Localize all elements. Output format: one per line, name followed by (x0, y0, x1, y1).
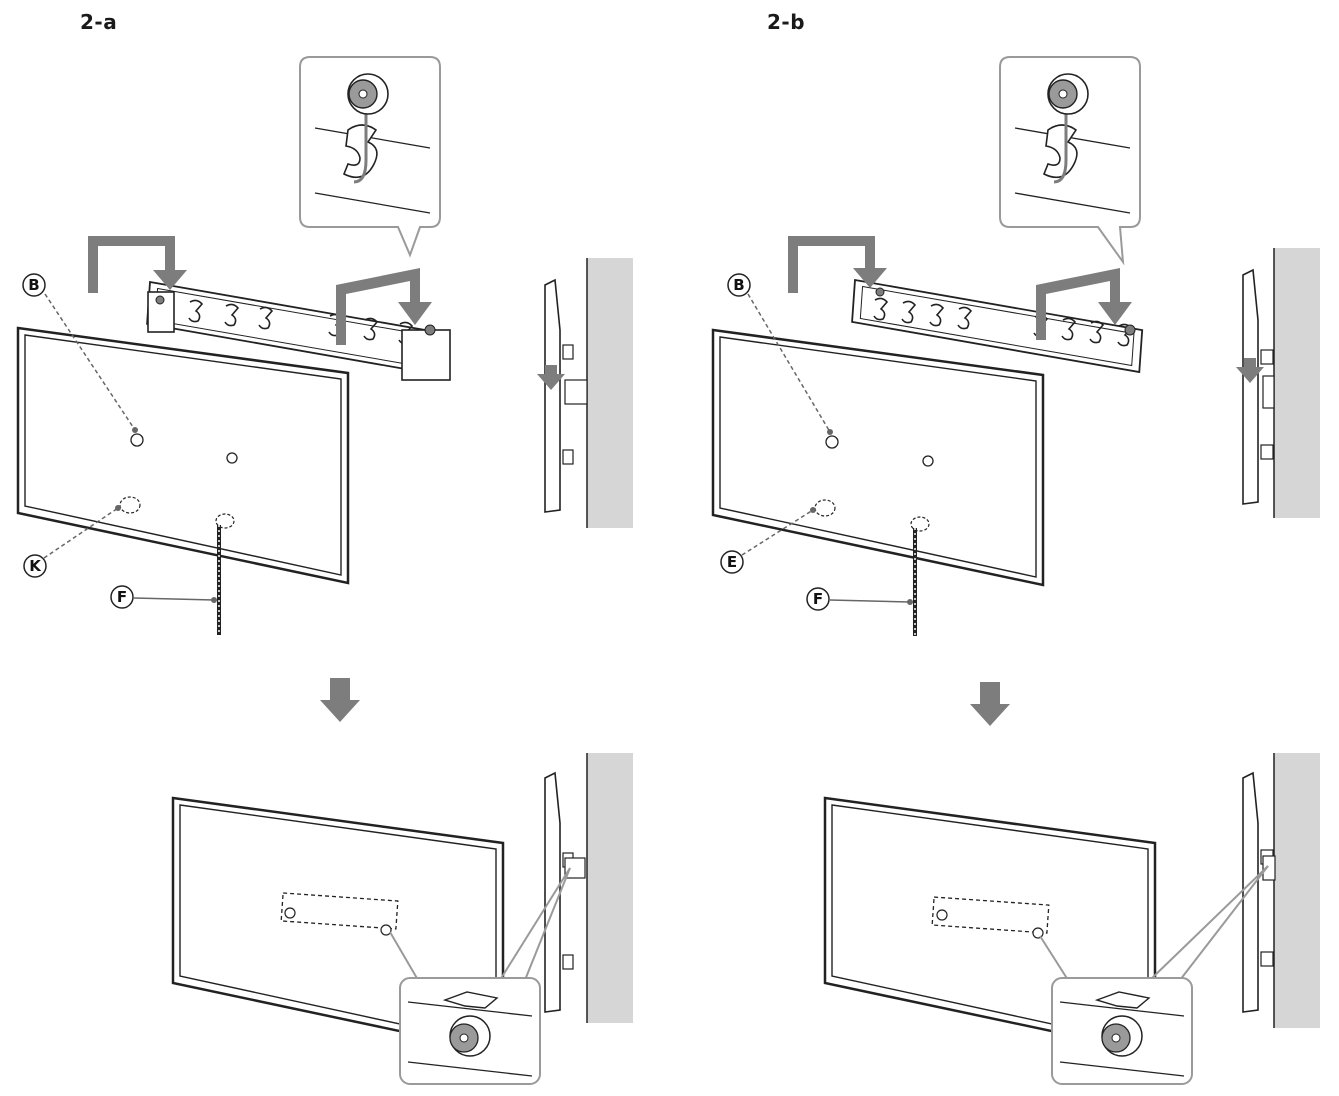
zoom-callout-hook-2a (299, 56, 441, 258)
zoom-callout-mounted-2b (1039, 865, 1269, 1085)
svg-text:F: F (813, 590, 823, 608)
zoom-callout-mounted-2a (389, 867, 571, 1085)
callout-strap-2b: F (806, 587, 913, 611)
tv-rear-2b (711, 328, 1045, 636)
tv-mounted-2a (171, 796, 505, 1055)
zoom-callout-hook-2b (999, 56, 1141, 266)
callout-bolt-2b: B (727, 273, 833, 435)
svg-text:F: F (117, 588, 127, 606)
tv-mounted-2b (823, 796, 1157, 1055)
wall-bracket-2a (144, 281, 451, 381)
step-arrow-2b (970, 682, 1010, 726)
side-view-top-2a (537, 258, 633, 528)
wall-bracket-2b (849, 279, 1146, 373)
side-view-bottom-2a (544, 753, 633, 1023)
callout-spacer-2b: E (720, 507, 816, 574)
side-view-bottom-2b (1242, 753, 1320, 1028)
panel-2a-diagram: B K F (16, 56, 633, 1085)
callout-bolt-2a: B (22, 273, 138, 433)
hang-arrow-left-2a (88, 236, 187, 293)
tv-rear-2a (16, 326, 350, 635)
svg-text:K: K (29, 557, 42, 575)
side-view-top-2b (1236, 248, 1320, 518)
callout-strap-2a: F (110, 585, 217, 609)
hang-arrow-right-2a (336, 268, 432, 345)
hang-arrow-left-2b (788, 236, 887, 293)
svg-text:B: B (28, 276, 39, 294)
panel-2b-diagram: B E F (711, 56, 1320, 1085)
svg-text:B: B (733, 276, 744, 294)
panel-label-2a: 2-a (80, 10, 118, 34)
step-arrow-2a (320, 678, 360, 722)
callout-spacer-2a: K (23, 505, 121, 578)
panel-label-2b: 2-b (767, 10, 806, 34)
hang-arrow-right-2b (1036, 268, 1132, 340)
svg-text:E: E (727, 553, 737, 571)
